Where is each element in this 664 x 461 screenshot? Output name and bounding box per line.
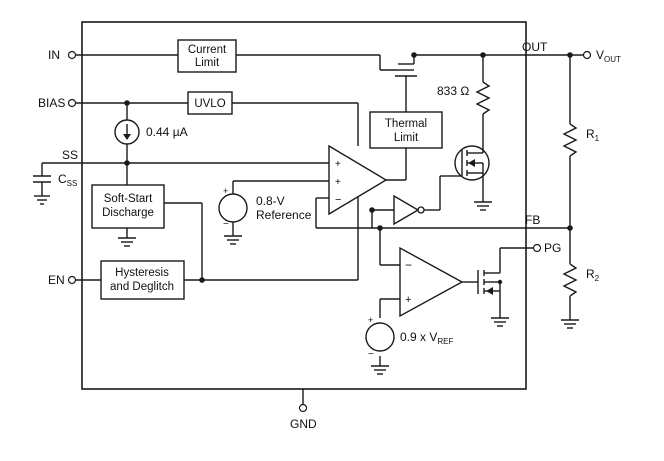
thermal-limit-line2: Limit <box>394 132 419 144</box>
error-amplifier <box>328 144 388 216</box>
current-limit-block: Current Limit <box>177 39 237 73</box>
current-source-label: 0.44 µA <box>146 125 188 139</box>
soft-start-line1: Soft-Start <box>104 193 153 205</box>
current-limit-line2: Limit <box>195 57 220 69</box>
pg-mosfet-arrow <box>486 287 493 295</box>
inverter-buffer <box>393 194 420 226</box>
pin-bias <box>67 98 77 108</box>
reference-line2: Reference <box>256 208 312 222</box>
hysteresis-line1: Hysteresis <box>115 267 169 279</box>
inverter-bubble <box>417 206 425 214</box>
css-label: CSS <box>58 172 77 188</box>
r2-label: R2 <box>586 267 600 283</box>
ic-package <box>81 21 527 390</box>
hysteresis-deglitch-block: Hysteresis and Deglitch <box>100 260 185 300</box>
pg-ref-plus-sign: + <box>368 315 373 325</box>
soft-start-discharge-block: Soft-Start Discharge <box>91 184 165 229</box>
hysteresis-line2: and Deglitch <box>110 281 174 293</box>
soft-start-line2: Discharge <box>102 207 154 219</box>
pin-fb-label: FB <box>525 213 540 227</box>
pg-ref-minus-sign: − <box>368 349 374 360</box>
thermal-limit-line1: Thermal <box>385 118 427 130</box>
error-amp-plus2: + <box>335 177 341 188</box>
pg-comparator <box>399 246 464 318</box>
pin-en <box>67 275 77 285</box>
error-amp-minus: − <box>335 194 341 206</box>
pin-en-label: EN <box>48 273 65 287</box>
discharge-mosfet <box>452 145 490 181</box>
reference-source <box>218 193 248 223</box>
pg-reference-source <box>365 322 395 352</box>
pg-comp-plus: + <box>405 294 411 306</box>
r1-label: R1 <box>586 127 600 143</box>
pin-gnd-label: GND <box>290 417 317 431</box>
reference-plus-sign: + <box>223 186 228 196</box>
reference-minus-sign: − <box>223 219 229 230</box>
pin-out <box>582 50 592 60</box>
junction-dots <box>124 52 573 285</box>
pin-out-label: OUT <box>522 40 548 54</box>
reference-line1: 0.8-V <box>256 194 285 208</box>
pin-in-label: IN <box>48 48 60 62</box>
error-amp-plus1: + <box>335 159 341 170</box>
pin-in <box>67 50 77 60</box>
pg-comp-minus: − <box>405 258 412 272</box>
pin-pg <box>532 243 542 253</box>
current-limit-line1: Current <box>188 44 227 56</box>
thermal-limit-block: Thermal Limit <box>369 111 443 149</box>
pin-gnd <box>298 403 308 413</box>
current-source <box>114 119 140 145</box>
uvlo-label: UVLO <box>194 98 225 110</box>
pin-pg-label: PG <box>544 241 561 255</box>
uvlo-block: UVLO <box>187 91 233 115</box>
wires <box>33 54 583 404</box>
pg-reference-label: 0.9 x VREF <box>400 330 453 346</box>
pin-bias-label: BIAS <box>38 96 65 110</box>
resistor-833-label: 833 Ω <box>437 84 469 98</box>
vout-label: VOUT <box>596 48 621 64</box>
pin-ss-label: SS <box>62 148 78 162</box>
